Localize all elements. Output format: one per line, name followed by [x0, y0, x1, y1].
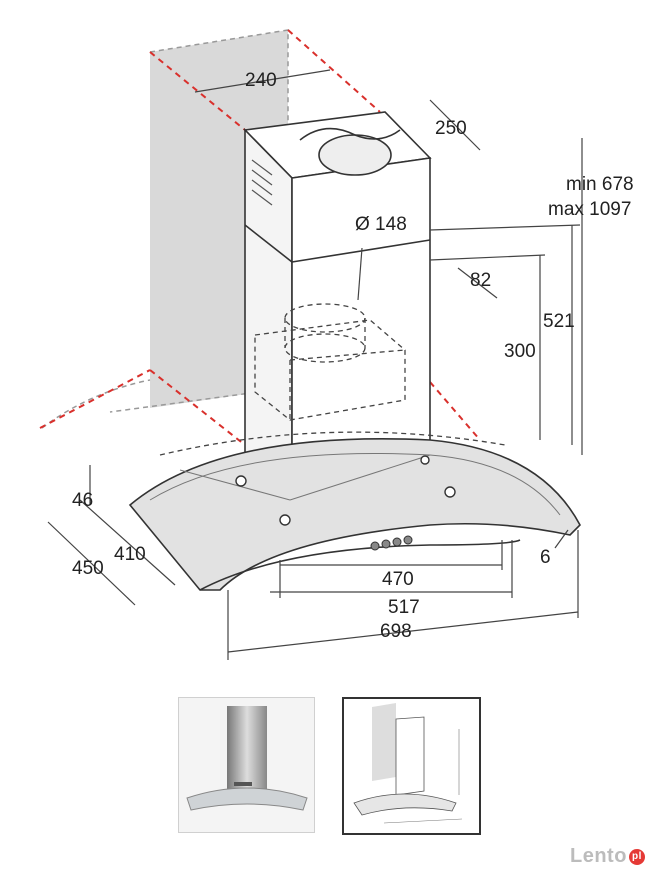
- thumbnail-photo-art: [186, 706, 308, 811]
- vent-slots: [251, 159, 273, 206]
- dimension-lines: [47, 69, 583, 660]
- dim-6: 6: [540, 547, 551, 568]
- dim-517: 517: [388, 597, 420, 618]
- watermark-badge: pl: [628, 848, 645, 865]
- dim-46: 46: [72, 490, 93, 511]
- thumbnail-product-photo[interactable]: [178, 697, 315, 833]
- dim-min-height: min 678: [566, 174, 634, 195]
- dim-410: 410: [114, 544, 146, 565]
- dim-max-height: max 1097: [548, 199, 631, 220]
- thumbnail-drawing-art: [353, 703, 463, 824]
- wall-dashed-curve: [41, 379, 151, 429]
- watermark-text: Lento: [570, 845, 627, 867]
- dim-diameter: Ø 148: [355, 214, 407, 235]
- dim-470: 470: [382, 569, 414, 590]
- dim-450: 450: [72, 558, 104, 579]
- hood-dimension-diagram: 240 250 min 678 max 1097 Ø 148 82 521 30…: [39, 29, 634, 660]
- canopy-screws: [235, 455, 456, 526]
- control-buttons: [370, 535, 413, 551]
- red-guides: [39, 29, 481, 446]
- dim-521: 521: [543, 311, 575, 332]
- dim-240: 240: [245, 70, 277, 91]
- chimney: [243, 111, 432, 502]
- thumbnail-dimension-drawing[interactable]: [342, 697, 481, 835]
- internal-motor-dashed: [159, 303, 506, 456]
- dim-250: 250: [435, 118, 467, 139]
- dim-300: 300: [504, 341, 536, 362]
- dim-698: 698: [380, 621, 412, 642]
- dim-82: 82: [470, 270, 491, 291]
